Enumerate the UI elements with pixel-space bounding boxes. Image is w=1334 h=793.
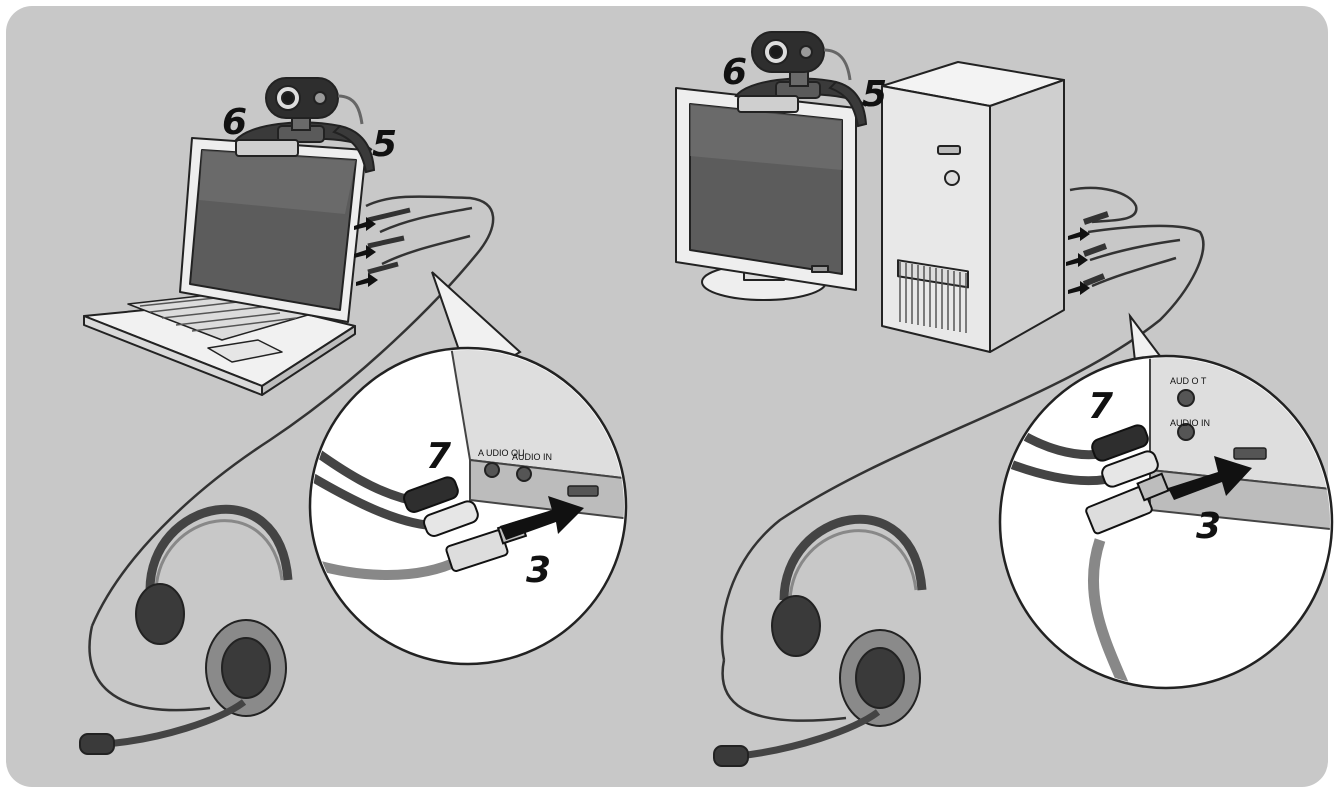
laptop-insert-arrows — [354, 217, 378, 287]
left-callout-7: 7 — [426, 436, 451, 477]
laptop-illustration — [83, 137, 367, 396]
tower-insert-arrows — [1066, 227, 1090, 295]
right-callout-5: 5 — [862, 74, 887, 115]
right-headset — [713, 514, 927, 767]
left-callout-5: 5 — [372, 124, 397, 165]
tower-cable-bundle — [720, 186, 1205, 661]
webcam-on-monitor — [734, 31, 868, 128]
monitor-illustration — [675, 87, 857, 301]
pc-tower-illustration — [881, 61, 1065, 353]
right-callout-3: 3 — [1196, 506, 1221, 547]
left-audio-out-label: A UDIO OU — [478, 448, 525, 458]
left-scene-laptop-setup: A UDIO OU AUDIO IN 6 5 7 3 — [79, 77, 628, 755]
right-audio-out-label: AUD O T — [1170, 376, 1207, 386]
webcam-on-laptop — [234, 77, 376, 174]
right-callout-6: 6 — [722, 52, 747, 93]
right-scene-desktop-setup: AUD O T AUDIO IN 6 5 7 3 — [675, 31, 1334, 767]
left-callout-6: 6 — [222, 102, 247, 143]
left-callout-3: 3 — [526, 550, 551, 591]
left-magnified-detail: A UDIO OU AUDIO IN — [308, 346, 628, 666]
left-headset — [79, 504, 293, 755]
right-audio-in-label: AUDIO IN — [1170, 418, 1210, 428]
laptop-cable-bundle — [90, 195, 495, 627]
left-audio-in-label: AUDIO IN — [512, 452, 552, 462]
right-callout-7: 7 — [1088, 386, 1113, 427]
